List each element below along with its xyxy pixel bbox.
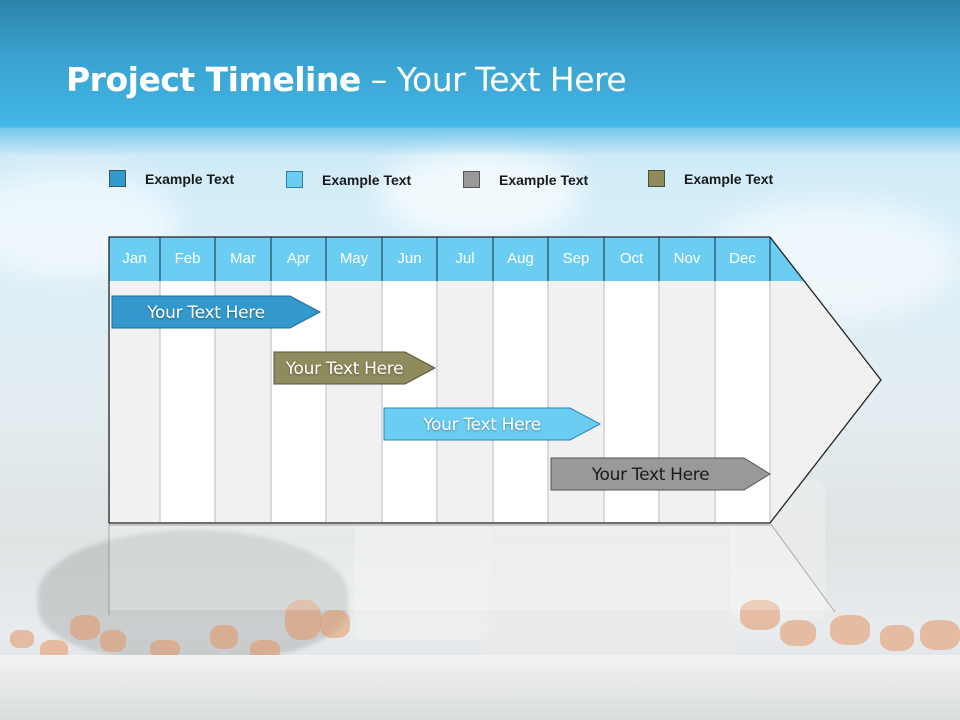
legend-item: Example Text	[463, 171, 588, 188]
title-bar	[0, 0, 960, 128]
month-label-oct: Oct	[619, 250, 644, 267]
legend-swatch-icon	[286, 171, 303, 188]
month-label-dec: Dec	[729, 250, 756, 267]
slide-title: Project Timeline – Your Text Here	[66, 60, 627, 99]
legend-label: Example Text	[684, 170, 774, 187]
month-label-sep: Sep	[562, 250, 590, 267]
timeline-bar-3[interactable]: Your Text Here	[384, 408, 600, 441]
month-label-jun: Jun	[397, 250, 422, 267]
timeline-bar-1[interactable]: Your Text Here	[112, 296, 320, 329]
legend-item: Example Text	[648, 170, 773, 187]
month-label-aug: Aug	[507, 250, 534, 267]
month-label-may: May	[339, 250, 369, 267]
timeline-bar-4[interactable]: Your Text Here	[551, 458, 770, 491]
legend-item: Example Text	[109, 170, 234, 187]
title-bold: Project Timeline	[66, 60, 361, 99]
legend-label: Example Text	[322, 171, 412, 188]
month-label-jul: Jul	[455, 250, 475, 267]
title-rest: – Your Text Here	[360, 60, 627, 99]
legend-label: Example Text	[499, 171, 589, 188]
legend-swatch-icon	[463, 171, 480, 188]
bar-label: Your Text Here	[591, 464, 710, 485]
legend-item: Example Text	[286, 171, 411, 188]
bar-label: Your Text Here	[423, 414, 541, 435]
title-bar-fade	[0, 126, 960, 156]
month-label-jan: Jan	[122, 250, 147, 267]
month-label-apr: Apr	[286, 250, 311, 267]
legend-swatch-icon	[109, 170, 126, 187]
bar-label: Your Text Here	[147, 302, 265, 323]
month-label-nov: Nov	[673, 250, 701, 267]
month-label-feb: Feb	[174, 250, 201, 267]
month-label-mar: Mar	[230, 250, 256, 267]
bar-label: Your Text Here	[285, 358, 404, 379]
timeline-bar-2[interactable]: Your Text Here	[274, 352, 435, 385]
legend-swatch-icon	[648, 170, 665, 187]
legend-label: Example Text	[145, 170, 235, 187]
